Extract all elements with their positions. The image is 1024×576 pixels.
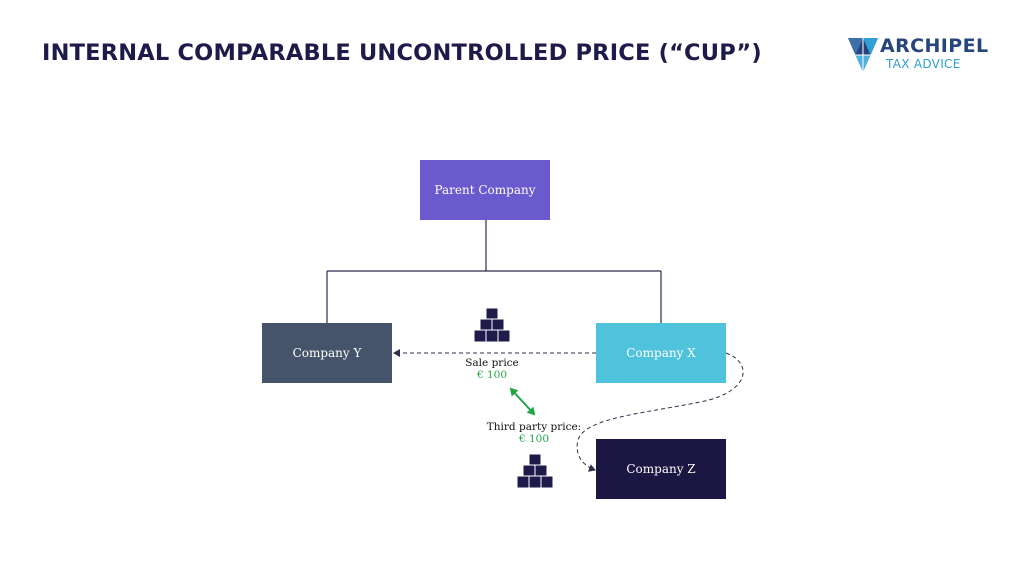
comparison-arrow bbox=[509, 387, 536, 416]
sale-price-text: Sale price bbox=[465, 357, 519, 369]
company-z-label: Company Z bbox=[626, 462, 696, 476]
third-party-price-value: € 100 bbox=[518, 433, 550, 445]
parent-company-box: Parent Company bbox=[420, 160, 550, 220]
third-party-price-text: Third party price: bbox=[486, 421, 582, 433]
company-x-box: Company X bbox=[596, 323, 726, 383]
company-y-box: Company Y bbox=[262, 323, 392, 383]
sale-price-label: Sale price € 100 bbox=[452, 357, 532, 381]
sale-price-value: € 100 bbox=[476, 369, 508, 381]
logo-subtitle: TAX ADVICE bbox=[886, 57, 961, 71]
company-y-label: Company Y bbox=[292, 346, 362, 360]
goods-boxes-icon-lower bbox=[517, 453, 553, 489]
third-party-price-label: Third party price: € 100 bbox=[479, 421, 589, 445]
logo-name: ARCHIPEL bbox=[880, 35, 989, 57]
third-party-arrow bbox=[576, 352, 744, 472]
logo-triangle-icon bbox=[848, 38, 878, 72]
company-x-label: Company X bbox=[626, 346, 696, 360]
page-title: INTERNAL COMPARABLE UNCONTROLLED PRICE (… bbox=[42, 40, 762, 66]
parent-company-label: Parent Company bbox=[434, 183, 536, 197]
company-z-box: Company Z bbox=[596, 439, 726, 499]
ownership-tree-lines bbox=[326, 220, 662, 323]
goods-boxes-icon bbox=[474, 307, 510, 343]
archipel-logo: ARCHIPEL TAX ADVICE bbox=[846, 34, 996, 78]
